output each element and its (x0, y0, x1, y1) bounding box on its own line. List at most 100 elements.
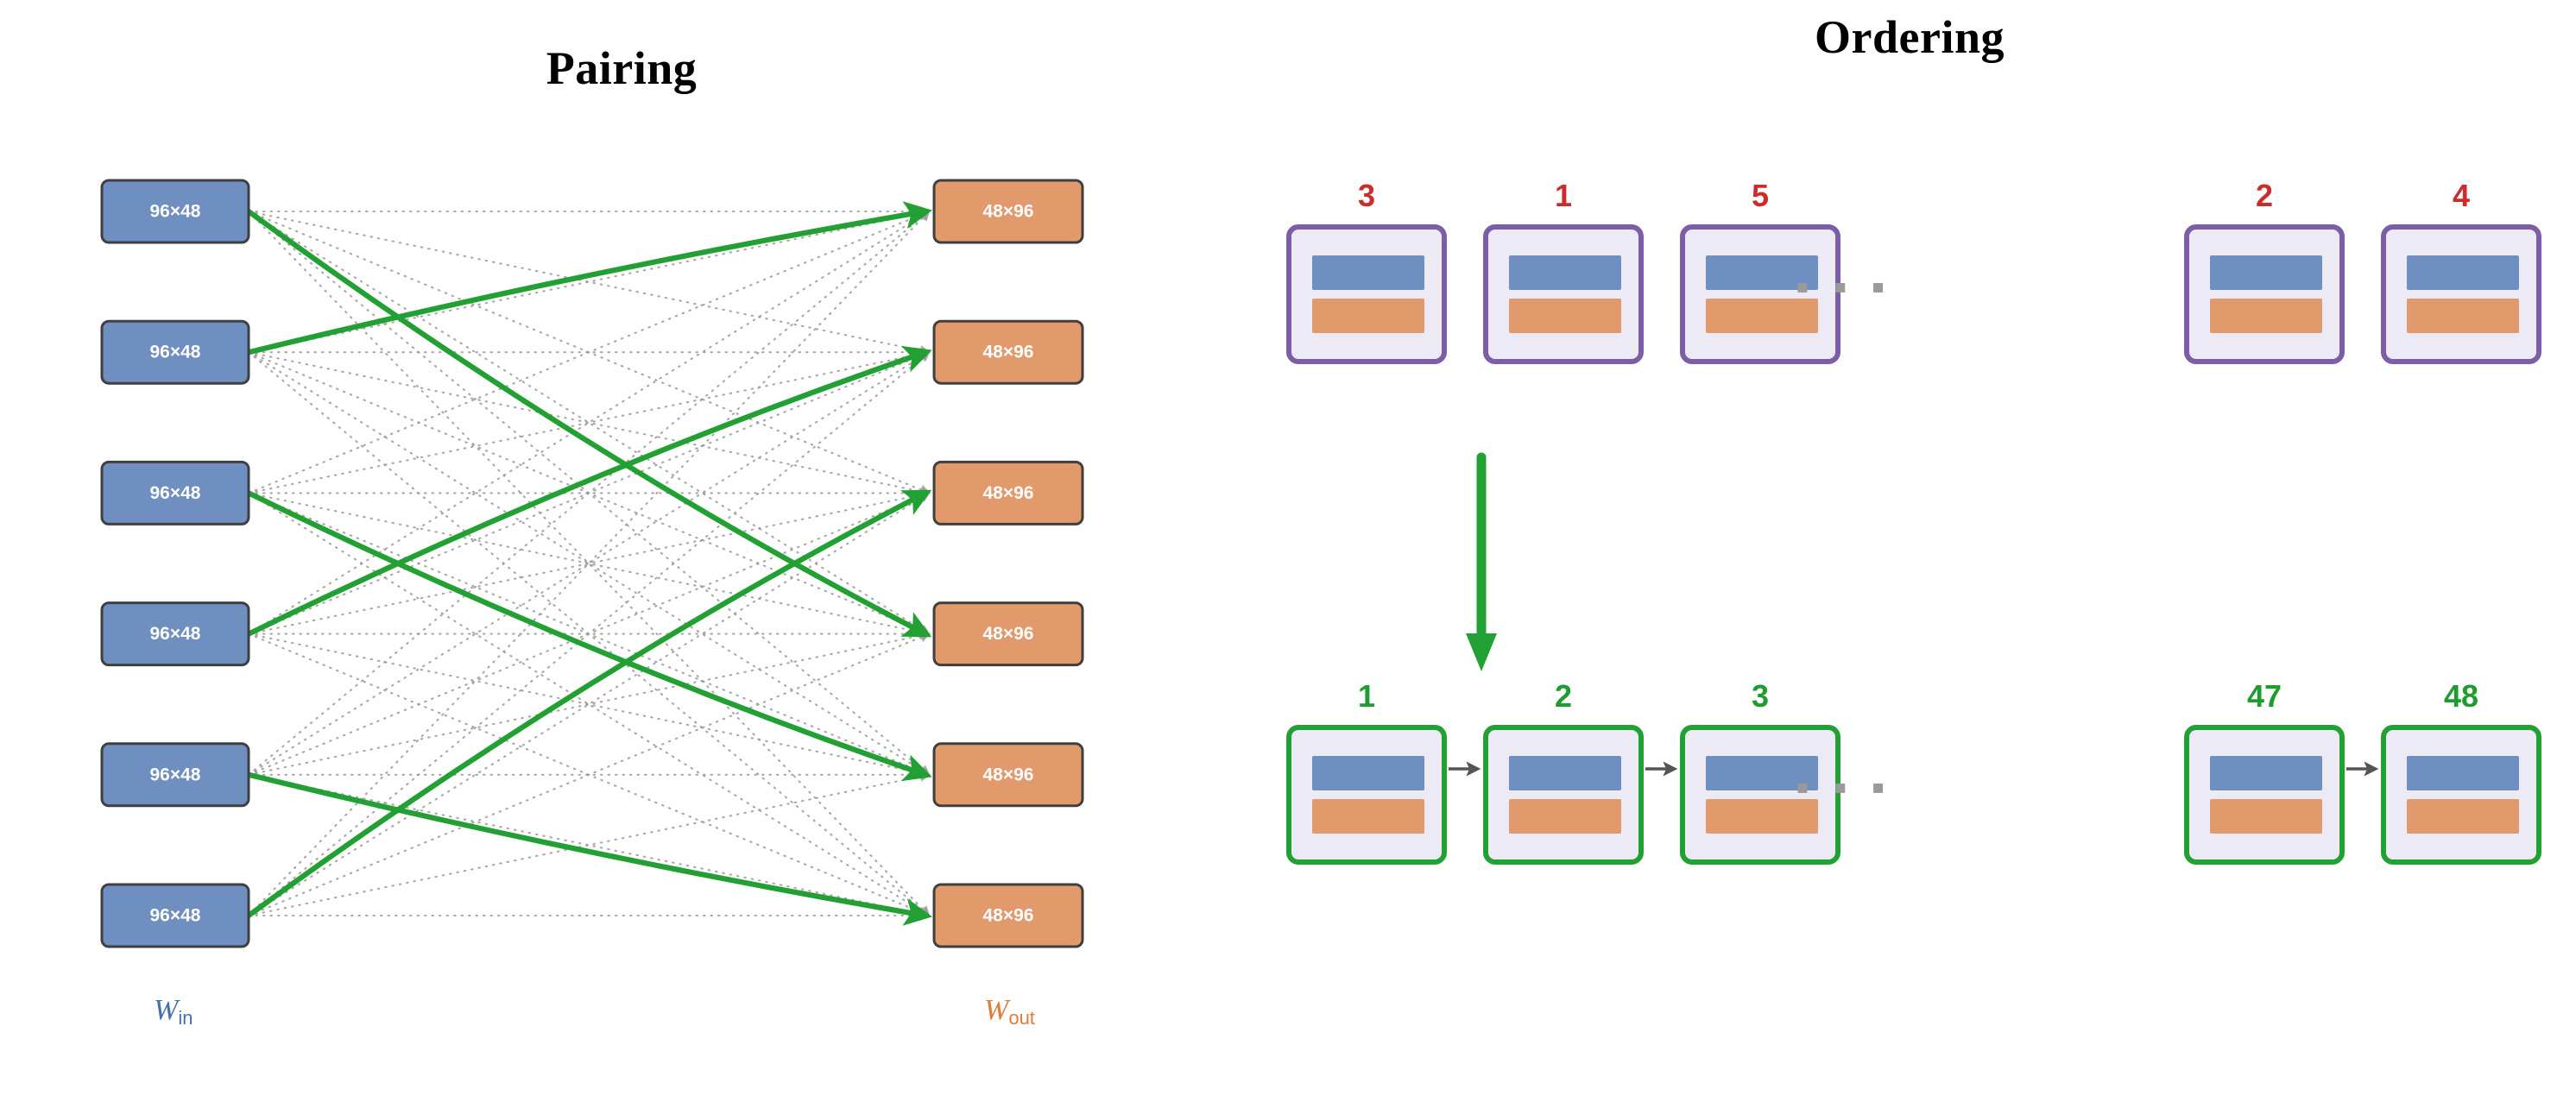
unordered-card-index: 4 (2452, 178, 2471, 213)
candidate-edge (247, 633, 931, 778)
ordered-card-index: 2 (1554, 678, 1573, 714)
unordered-row-ellipsis: ▪ ▪ ▪ (1796, 266, 1892, 308)
candidate-edge (247, 351, 931, 776)
card-orange-bar (2407, 799, 2519, 834)
input-node-label: 96×48 (150, 343, 201, 362)
matched-edge (245, 490, 932, 782)
card-blue-bar (1706, 255, 1818, 290)
matched-edge-group (245, 201, 932, 926)
w-out-label: Wout (984, 994, 1035, 1029)
card-blue-bar (2407, 255, 2519, 290)
candidate-edge (247, 207, 931, 354)
input-node-label: 96×48 (150, 483, 201, 503)
card-blue-bar (1509, 255, 1621, 290)
input-node-box (100, 883, 250, 948)
candidate-edge (247, 492, 931, 638)
ordering-arrow-layer (1449, 452, 2379, 777)
input-node-label: 96×48 (150, 906, 201, 926)
matched-edge (245, 208, 932, 638)
card-blue-bar (2210, 756, 2322, 790)
ordered-card[interactable] (1680, 725, 1840, 865)
matched-edge (245, 201, 932, 356)
card-orange-bar (1509, 799, 1621, 834)
output-node-box (932, 319, 1084, 385)
input-node-box (100, 179, 250, 244)
output-node-label: 48×96 (983, 624, 1034, 644)
candidate-edge-group (247, 205, 931, 922)
card-blue-bar (1706, 756, 1818, 790)
card-orange-bar (1312, 799, 1424, 834)
candidate-edge (247, 210, 931, 776)
candidate-edge (247, 489, 931, 635)
candidate-edge (247, 350, 931, 917)
output-node-label: 48×96 (983, 483, 1034, 503)
matched-edge (245, 771, 932, 926)
card-orange-bar (1509, 299, 1621, 333)
w-in-symbol: W (154, 994, 179, 1026)
ordered-card-index: 1 (1357, 678, 1376, 714)
input-node-box (100, 601, 250, 667)
matched-edge (245, 345, 932, 637)
input-node-box (100, 319, 250, 385)
input-node-box (100, 742, 250, 808)
w-in-subscript: in (178, 1007, 193, 1029)
card-blue-bar (1312, 756, 1424, 790)
transition-arrow (1466, 452, 1497, 671)
unordered-card-index: 3 (1357, 178, 1376, 213)
ordered-card-index: 48 (2443, 678, 2479, 714)
output-node-box (932, 883, 1084, 948)
input-node[interactable]: 96×48 (100, 179, 250, 244)
w-in-label: Win (154, 994, 193, 1029)
candidate-edge (247, 210, 931, 917)
ordered-card[interactable] (1483, 725, 1644, 865)
input-node[interactable]: 96×48 (100, 319, 250, 385)
output-node[interactable]: 48×96 (932, 883, 1084, 948)
input-node[interactable]: 96×48 (100, 460, 250, 526)
matched-edge (245, 489, 932, 919)
w-out-subscript: out (1008, 1007, 1035, 1029)
candidate-edge (247, 351, 931, 497)
output-node[interactable]: 48×96 (932, 742, 1084, 808)
candidate-edge (247, 349, 931, 494)
input-node-group: 96×48 96×48 96×48 96×48 96×48 96×48 (100, 179, 250, 948)
input-node-box (100, 460, 250, 526)
output-node[interactable]: 48×96 (932, 601, 1084, 667)
unordered-card[interactable] (1483, 224, 1644, 364)
input-node-label: 96×48 (150, 765, 201, 784)
unordered-card-index: 1 (1554, 178, 1573, 213)
unordered-card[interactable] (1680, 224, 1840, 364)
candidate-edge (247, 210, 931, 635)
unordered-card-index: 5 (1751, 178, 1770, 213)
pairing-panel-title: Pairing (546, 42, 698, 94)
candidate-edge (247, 632, 931, 917)
card-orange-bar (2407, 299, 2519, 333)
unordered-card[interactable] (2381, 224, 2541, 364)
pairing-bipartite-graph: 96×48 96×48 96×48 96×48 96×48 96×48 48×96 48×9… (100, 179, 1084, 948)
w-out-symbol: W (984, 994, 1009, 1026)
input-node[interactable]: 96×48 (100, 742, 250, 808)
card-blue-bar (2210, 255, 2322, 290)
ordered-card[interactable] (2381, 725, 2541, 865)
input-node[interactable]: 96×48 (100, 601, 250, 667)
ordered-card[interactable] (2184, 725, 2345, 865)
card-blue-bar (1312, 255, 1424, 290)
output-node-label: 48×96 (983, 202, 1034, 222)
candidate-edge (247, 630, 931, 776)
output-node[interactable]: 48×96 (932, 319, 1084, 385)
ordered-card[interactable] (1286, 725, 1447, 865)
candidate-edge (247, 351, 931, 776)
output-node[interactable]: 48×96 (932, 179, 1084, 244)
candidate-edge (247, 492, 931, 917)
input-node-label: 96×48 (150, 624, 201, 644)
input-node[interactable]: 96×48 (100, 883, 250, 948)
output-node[interactable]: 48×96 (932, 460, 1084, 526)
candidate-edge (247, 771, 931, 917)
output-node-label: 48×96 (983, 343, 1034, 362)
unordered-card[interactable] (2184, 224, 2345, 364)
output-node-box (932, 742, 1084, 808)
card-orange-bar (2210, 799, 2322, 834)
unordered-card[interactable] (1286, 224, 1447, 364)
ordered-row-ellipsis: ▪ ▪ ▪ (1796, 766, 1892, 809)
